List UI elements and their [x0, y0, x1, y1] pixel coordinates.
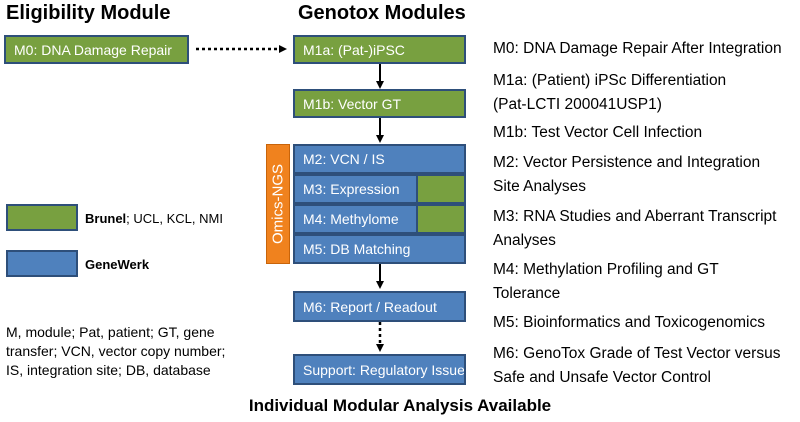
m5-box: M5: DB Matching [293, 234, 466, 264]
legend-blue-label: GeneWerk [85, 257, 150, 272]
m3-brunel-chip [416, 176, 464, 202]
m3-box: M3: Expression [293, 174, 466, 204]
eligibility-module-heading: Eligibility Module [6, 2, 171, 24]
desc-m0: M0: DNA Damage Repair After Integration [493, 40, 782, 57]
m3-box-label: M3: Expression [303, 181, 400, 197]
m1b-box: M1b: Vector GT [293, 89, 466, 118]
abbreviations-note: M, module; Pat, patient; GT, gene transf… [6, 324, 226, 378]
footer-caption: Individual Modular Analysis Available [248, 396, 552, 415]
genotox-modules-heading: Genotox Modules [298, 2, 466, 24]
m1a-box: M1a: (Pat-)iPSC [293, 35, 466, 64]
m4-box-label: M4: Methylome [303, 211, 399, 227]
omics-ngs-bar: Omics-NGS [266, 144, 290, 264]
desc-m6: M6: GenoTox Grade of Test Vector versus … [493, 345, 781, 386]
m0-box: M0: DNA Damage Repair [4, 35, 189, 64]
m4-box: M4: Methylome [293, 204, 466, 234]
legend-blue-swatch [6, 250, 78, 277]
legend-green-swatch [6, 204, 78, 231]
desc-m1a: M1a: (Patient) iPSc Differentiation (Pat… [493, 72, 727, 113]
legend-green-label: Brunel; UCL, KCL, NMI [85, 211, 223, 226]
desc-m4: M4: Methylation Profiling and GT Toleran… [493, 261, 719, 302]
m6-box: M6: Report / Readout [293, 291, 466, 322]
m4-brunel-chip [416, 206, 464, 232]
desc-m1b: M1b: Test Vector Cell Infection [493, 124, 703, 141]
support-box: Support: Regulatory Issues [293, 354, 466, 385]
omics-ngs-label: Omics-NGS [269, 164, 287, 244]
m2-box: M2: VCN / IS [293, 144, 466, 174]
desc-m5: M5: Bioinformatics and Toxicogenomics [493, 314, 765, 331]
desc-m2: M2: Vector Persistence and Integration S… [493, 154, 761, 195]
desc-m3: M3: RNA Studies and Aberrant Transcript … [493, 208, 777, 249]
